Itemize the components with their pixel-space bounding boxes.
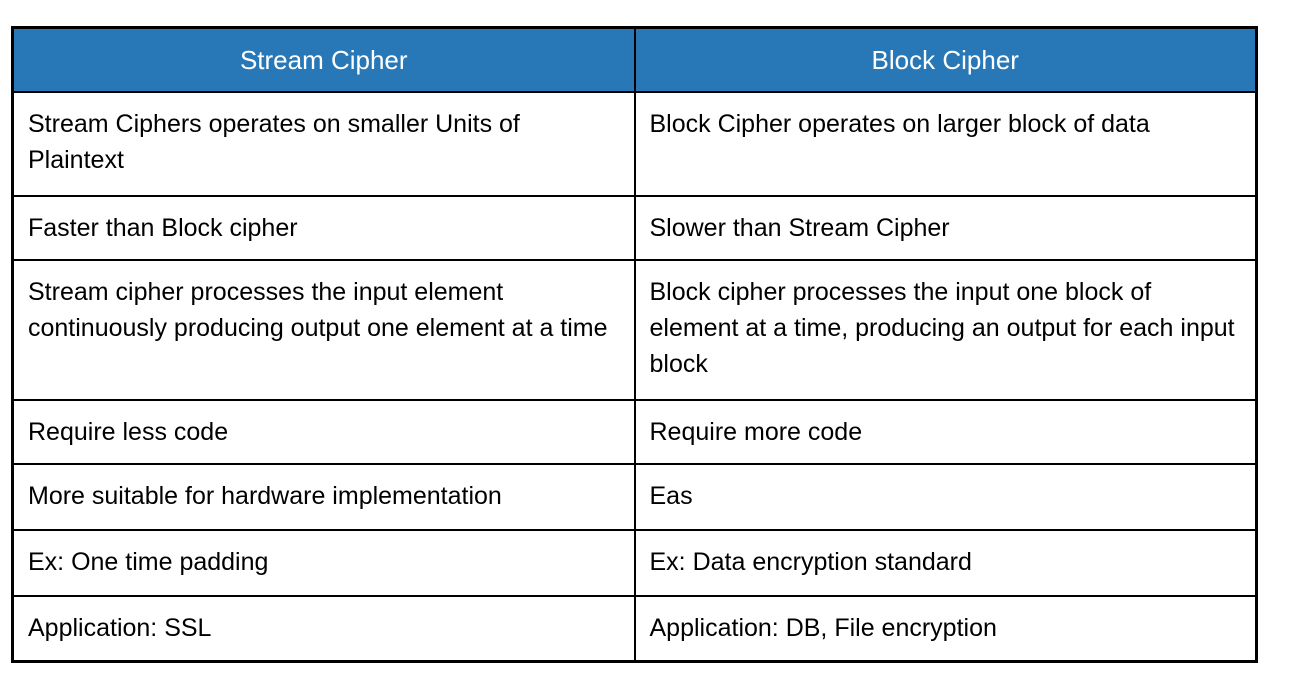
header-row: Stream Cipher Block Cipher <box>11 26 1258 93</box>
table-cell-block: Application: DB, File encryption <box>633 594 1258 663</box>
table-cell-stream: Faster than Block cipher <box>11 194 636 261</box>
table-row: Stream cipher processes the input elemen… <box>11 258 1258 401</box>
column-header-stream-cipher: Stream Cipher <box>11 26 636 93</box>
column-header-block-cipher: Block Cipher <box>633 26 1258 93</box>
table-cell-block: Ex: Data encryption standard <box>633 528 1258 597</box>
table-cell-stream: Ex: One time padding <box>11 528 636 597</box>
table-row: Ex: One time padding Ex: Data encryption… <box>11 528 1258 597</box>
comparison-table-container: Stream Cipher Block Cipher Stream Cipher… <box>11 26 1258 663</box>
stream-vs-block-cipher-table: Stream Cipher Block Cipher Stream Cipher… <box>11 26 1258 663</box>
table-cell-stream: Application: SSL <box>11 594 636 663</box>
table-row: Application: SSL Application: DB, File e… <box>11 594 1258 663</box>
table-cell-stream: More suitable for hardware implementatio… <box>11 462 636 531</box>
table-row: More suitable for hardware implementatio… <box>11 462 1258 531</box>
table-cell-block: Require more code <box>633 398 1258 465</box>
table-cell-block: Block Cipher operates on larger block of… <box>633 90 1258 197</box>
table-row: Stream Ciphers operates on smaller Units… <box>11 90 1258 197</box>
table-cell-block: Eas <box>633 462 1258 531</box>
table-cell-stream: Stream Ciphers operates on smaller Units… <box>11 90 636 197</box>
table-row: Require less code Require more code <box>11 398 1258 465</box>
table-cell-stream: Stream cipher processes the input elemen… <box>11 258 636 401</box>
table-cell-stream: Require less code <box>11 398 636 465</box>
table-cell-block: Slower than Stream Cipher <box>633 194 1258 261</box>
table-row: Faster than Block cipher Slower than Str… <box>11 194 1258 261</box>
table-cell-block: Block cipher processes the input one blo… <box>633 258 1258 401</box>
